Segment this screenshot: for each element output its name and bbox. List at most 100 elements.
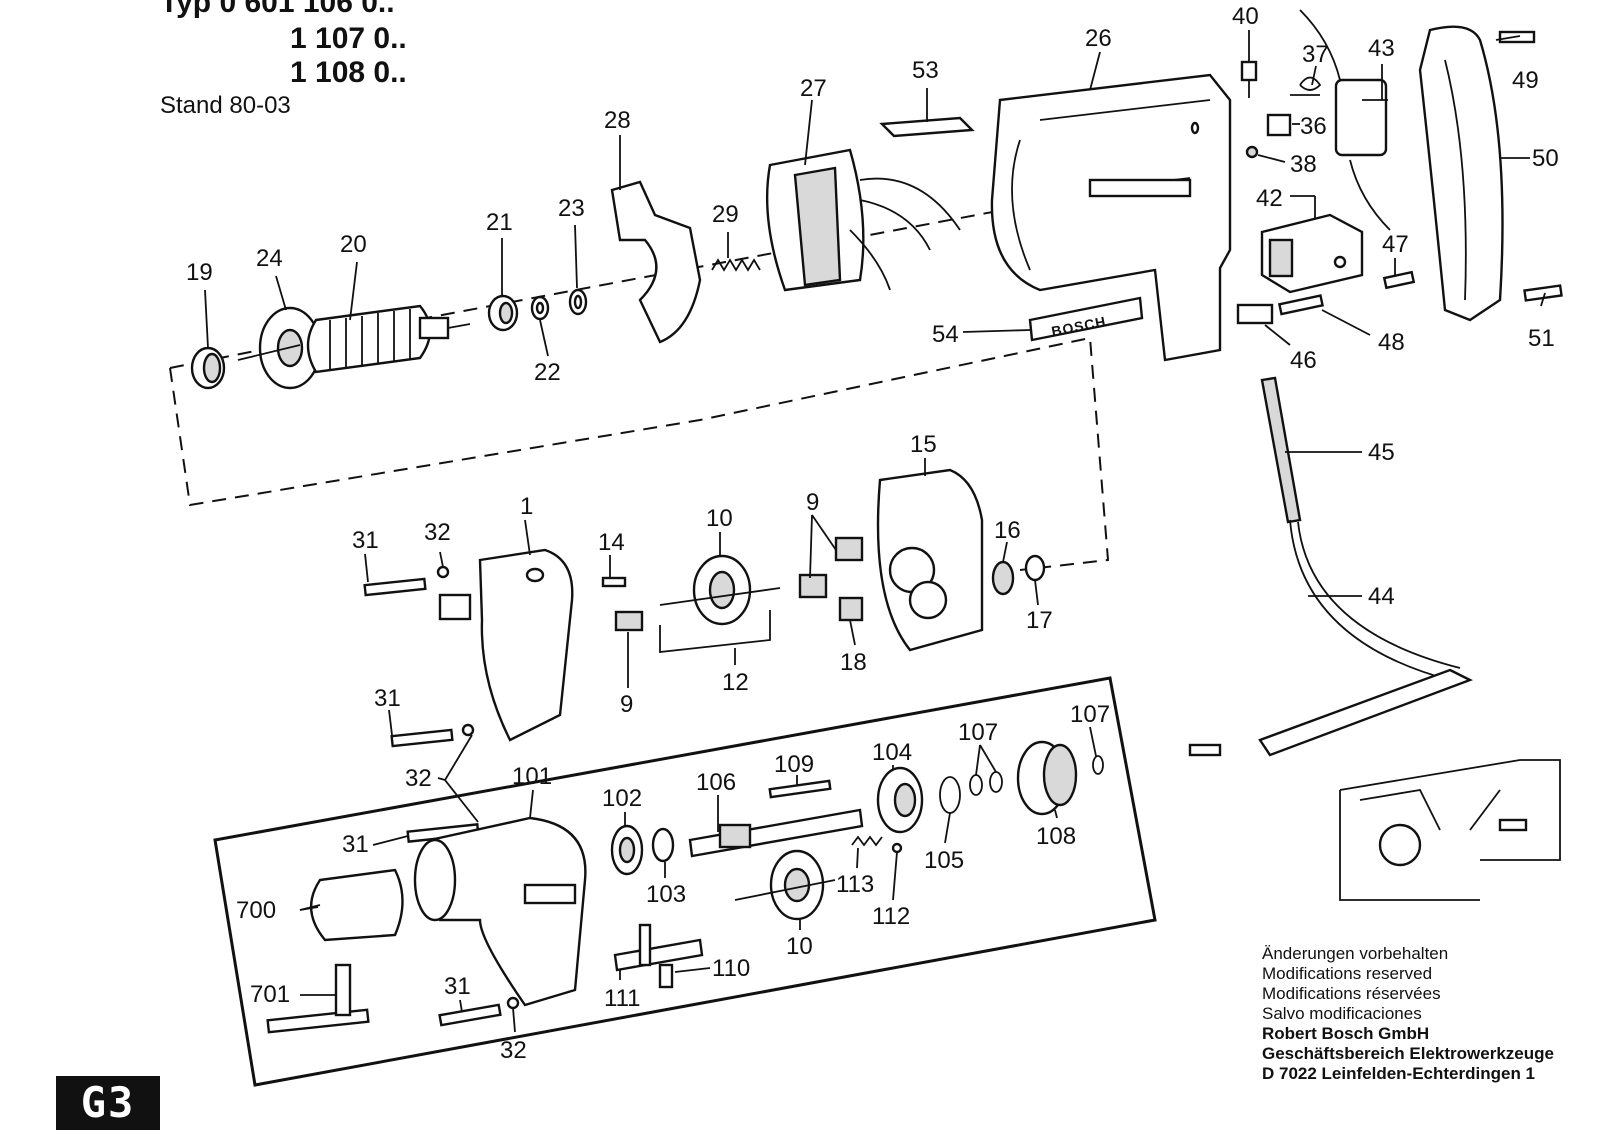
notes-block: Änderungen vorbehalten Modifications res…	[1262, 944, 1592, 1084]
leader-32b	[443, 734, 479, 823]
part-14-pin	[601, 576, 627, 588]
part-111-lever	[613, 923, 704, 972]
part-17-washer	[1024, 554, 1046, 582]
part-108-gear	[1016, 740, 1078, 816]
part-105-circlip	[939, 776, 961, 814]
label-104: 104	[872, 739, 912, 766]
part-113-spring	[851, 835, 883, 847]
label-24: 24	[256, 245, 283, 272]
part-10-gear-a	[659, 554, 781, 626]
label-36: 36	[1300, 113, 1327, 140]
part-48-screw	[1277, 294, 1324, 316]
part-38-screw	[1245, 145, 1259, 159]
label-43: 43	[1368, 35, 1395, 62]
part-21-bearing	[487, 294, 519, 332]
wiring-schematic	[1339, 759, 1561, 901]
label-50: 50	[1532, 145, 1559, 172]
label-107-b: 107	[1070, 701, 1110, 728]
label-48: 48	[1378, 329, 1405, 356]
part-9-bushing-a	[614, 610, 644, 632]
bracket-12	[659, 610, 771, 654]
label-102: 102	[602, 785, 642, 812]
label-14: 14	[598, 529, 625, 556]
label-27: 27	[800, 75, 827, 102]
label-108: 108	[1036, 823, 1076, 850]
label-53: 53	[912, 57, 939, 84]
label-40: 40	[1232, 3, 1259, 30]
part-31-screw-a	[363, 577, 427, 597]
label-106: 106	[696, 769, 736, 796]
part-26-housing	[990, 73, 1232, 362]
label-113: 113	[836, 871, 874, 898]
part-701-chuck-key	[266, 963, 370, 1034]
label-44: 44	[1368, 583, 1395, 610]
label-17: 17	[1026, 607, 1053, 634]
label-700: 700	[236, 897, 276, 924]
label-111: 111	[604, 985, 640, 1012]
note-es: Salvo modificaciones	[1262, 1004, 1422, 1023]
part-103-washer	[651, 827, 675, 863]
conversion-kit-frame	[213, 676, 1157, 1087]
part-700-chuck	[299, 868, 404, 942]
part-40-screw	[1240, 60, 1258, 98]
part-32-washer-b	[461, 723, 475, 737]
label-26: 26	[1085, 25, 1112, 52]
part-43-capacitor	[1299, 9, 1391, 231]
label-107-a: 107	[958, 719, 998, 746]
part-31-screw-b	[390, 728, 454, 748]
part-27-field-coil	[765, 148, 961, 292]
part-44-cable	[1188, 519, 1473, 757]
label-23: 23	[558, 195, 585, 222]
part-1-gear-housing	[438, 548, 574, 742]
label-15: 15	[910, 431, 937, 458]
note-en: Modifications reserved	[1262, 964, 1433, 983]
label-45: 45	[1368, 439, 1395, 466]
part-104-bearing	[876, 766, 924, 834]
label-112: 112	[872, 903, 910, 930]
part-24-fan	[237, 306, 322, 390]
type-line-2: 1 108 0..	[290, 56, 407, 89]
page-code-badge: G3	[56, 1076, 160, 1130]
stand-date: Stand 80-03	[160, 92, 291, 119]
assembly-guide-dashed-left	[169, 336, 1110, 571]
part-31-screw-d	[438, 1003, 502, 1027]
part-45-cable-sleeve	[1260, 376, 1302, 524]
label-21: 21	[486, 209, 513, 236]
part-110-screw	[658, 963, 674, 989]
label-12: 12	[722, 669, 749, 696]
part-32-washer-a	[436, 565, 450, 579]
part-10-gear-b	[734, 849, 836, 921]
label-37: 37	[1302, 41, 1329, 68]
label-32-b: 32	[405, 765, 432, 792]
part-19-bearing	[190, 346, 226, 390]
label-47: 47	[1382, 231, 1409, 258]
label-701: 701	[250, 981, 290, 1008]
note-de: Änderungen vorbehalten	[1262, 944, 1449, 963]
type-line-0: Typ 0 601 106 0..	[160, 0, 395, 19]
company-division: Geschäftsbereich Elektrowerkzeuge	[1262, 1044, 1554, 1063]
part-54-nameplate: BOSCH	[1028, 296, 1144, 342]
part-18-bushing	[838, 596, 864, 622]
part-37-spring-clip	[1290, 76, 1322, 96]
label-18: 18	[840, 649, 867, 676]
part-22-washer	[530, 295, 550, 321]
label-1: 1	[520, 493, 533, 520]
part-106-shaft	[688, 808, 864, 858]
label-10-b: 10	[786, 933, 813, 960]
part-109-key	[768, 779, 832, 799]
label-31-b: 31	[374, 685, 401, 712]
part-112-ball	[891, 842, 903, 854]
part-50-handle-cover	[1418, 25, 1504, 322]
part-23-washer	[568, 288, 588, 316]
part-101-gear-housing	[413, 816, 587, 1007]
label-22: 22	[534, 359, 561, 386]
label-31-a: 31	[352, 527, 379, 554]
label-28: 28	[604, 107, 631, 134]
type-line-1: 1 107 0..	[290, 22, 407, 55]
label-31-c: 31	[342, 831, 369, 858]
label-42: 42	[1256, 185, 1283, 212]
part-47-screw	[1382, 270, 1416, 290]
part-107-circlip-a	[969, 771, 1003, 796]
label-105: 105	[924, 847, 964, 874]
